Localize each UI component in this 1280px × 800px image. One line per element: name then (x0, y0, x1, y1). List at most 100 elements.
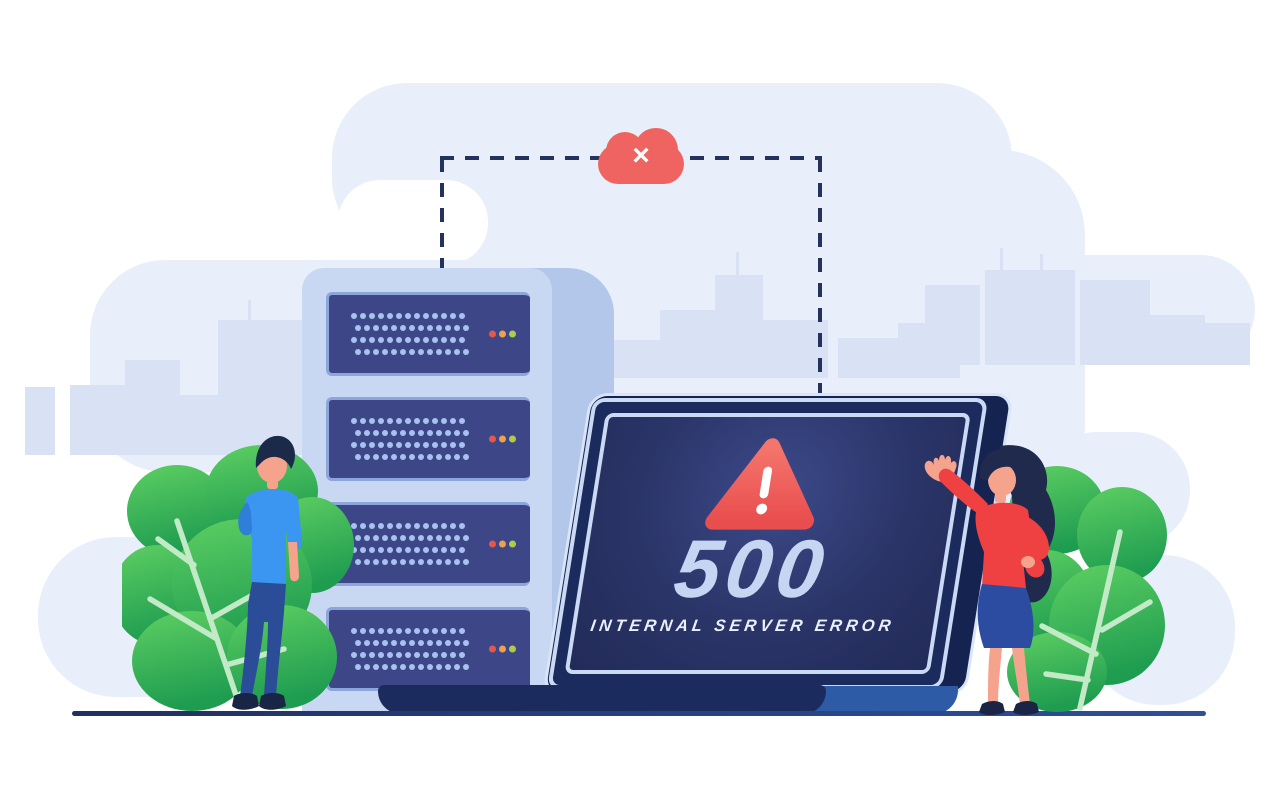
building-antenna (1040, 254, 1043, 270)
vent-dot (382, 535, 388, 541)
vent-grid (351, 523, 469, 565)
vent-dot (441, 547, 447, 553)
vent-dot (418, 349, 424, 355)
vent-dot (459, 418, 465, 424)
vent-dot (418, 559, 424, 565)
vent-dot (378, 523, 384, 529)
woman-hand-hip (1021, 556, 1035, 568)
vent-dot (450, 652, 456, 658)
vent-dot (387, 523, 393, 529)
vent-dot (436, 454, 442, 460)
status-led-1 (499, 435, 506, 443)
woman-skirt (977, 584, 1034, 648)
vent-dot (360, 523, 366, 529)
vent-dot (463, 559, 469, 565)
vent-dot (364, 535, 370, 541)
building (715, 275, 763, 378)
vent-dot (418, 430, 424, 436)
status-leds (489, 435, 516, 443)
vent-dot (450, 418, 456, 424)
building (25, 387, 55, 455)
vent-dot (355, 454, 361, 460)
vent-dot (459, 652, 465, 658)
vent-dot (373, 664, 379, 670)
vent-dot (369, 547, 375, 553)
building (925, 285, 980, 365)
vent-dot (378, 652, 384, 658)
vent-dot (450, 523, 456, 529)
vent-dot (432, 523, 438, 529)
vent-dot (414, 523, 420, 529)
vent-dot (445, 559, 451, 565)
man-neck (267, 478, 278, 489)
vent-dot (360, 337, 366, 343)
vent-dot (463, 640, 469, 646)
vent-dot (382, 559, 388, 565)
vent-dot (364, 640, 370, 646)
vent-dot (409, 325, 415, 331)
vent-dot (369, 313, 375, 319)
vent-dot (373, 640, 379, 646)
status-led-0 (489, 435, 496, 443)
error-cloud-icon: × (598, 128, 684, 184)
status-led-2 (509, 645, 516, 653)
vent-dot (436, 535, 442, 541)
vent-dot (387, 337, 393, 343)
vent-dot (445, 349, 451, 355)
exclamation-bar (759, 466, 772, 499)
building (1150, 315, 1205, 365)
vent-dot (418, 535, 424, 541)
building-antenna (736, 252, 739, 275)
warning-triangle-icon (704, 438, 814, 530)
vent-dot (441, 523, 447, 529)
building (1080, 280, 1150, 365)
vent-grid (351, 628, 469, 670)
vent-dot (423, 337, 429, 343)
vent-dot (369, 418, 375, 424)
vent-dot (391, 454, 397, 460)
vent-dot (360, 313, 366, 319)
vent-dot (436, 349, 442, 355)
woman-hair-front (979, 449, 1027, 480)
man-shoe-right (259, 693, 286, 710)
building (838, 338, 898, 378)
vent-dot (409, 535, 415, 541)
vent-dot (441, 652, 447, 658)
vent-dot (355, 664, 361, 670)
vent-dot (373, 559, 379, 565)
vent-dot (373, 325, 379, 331)
building-antenna (1000, 248, 1003, 270)
vent-dot (355, 640, 361, 646)
vent-dot (418, 664, 424, 670)
vent-dot (391, 640, 397, 646)
vent-dot (360, 628, 366, 634)
vent-dot (441, 313, 447, 319)
vent-dot (441, 418, 447, 424)
vent-dot (369, 628, 375, 634)
vent-dot (391, 430, 397, 436)
vent-dot (409, 640, 415, 646)
vent-dot (387, 628, 393, 634)
vent-dot (405, 418, 411, 424)
vent-dot (378, 337, 384, 343)
error-screen-content: 500 INTERNAL SERVER ERROR (564, 417, 954, 670)
status-led-2 (509, 540, 516, 548)
vent-dot (391, 325, 397, 331)
vent-dot (436, 664, 442, 670)
vent-dot (427, 640, 433, 646)
vent-dot (360, 652, 366, 658)
vent-dot (351, 337, 357, 343)
vent-dot (454, 454, 460, 460)
vent-dot (351, 547, 357, 553)
vent-dot (436, 640, 442, 646)
vent-dot (405, 337, 411, 343)
vent-dot (391, 535, 397, 541)
vent-dot (369, 652, 375, 658)
status-led-2 (509, 330, 516, 338)
vent-dot (423, 547, 429, 553)
vent-dot (351, 652, 357, 658)
vent-dot (454, 535, 460, 541)
vent-dot (432, 418, 438, 424)
vent-dot (414, 313, 420, 319)
vent-dot (423, 418, 429, 424)
